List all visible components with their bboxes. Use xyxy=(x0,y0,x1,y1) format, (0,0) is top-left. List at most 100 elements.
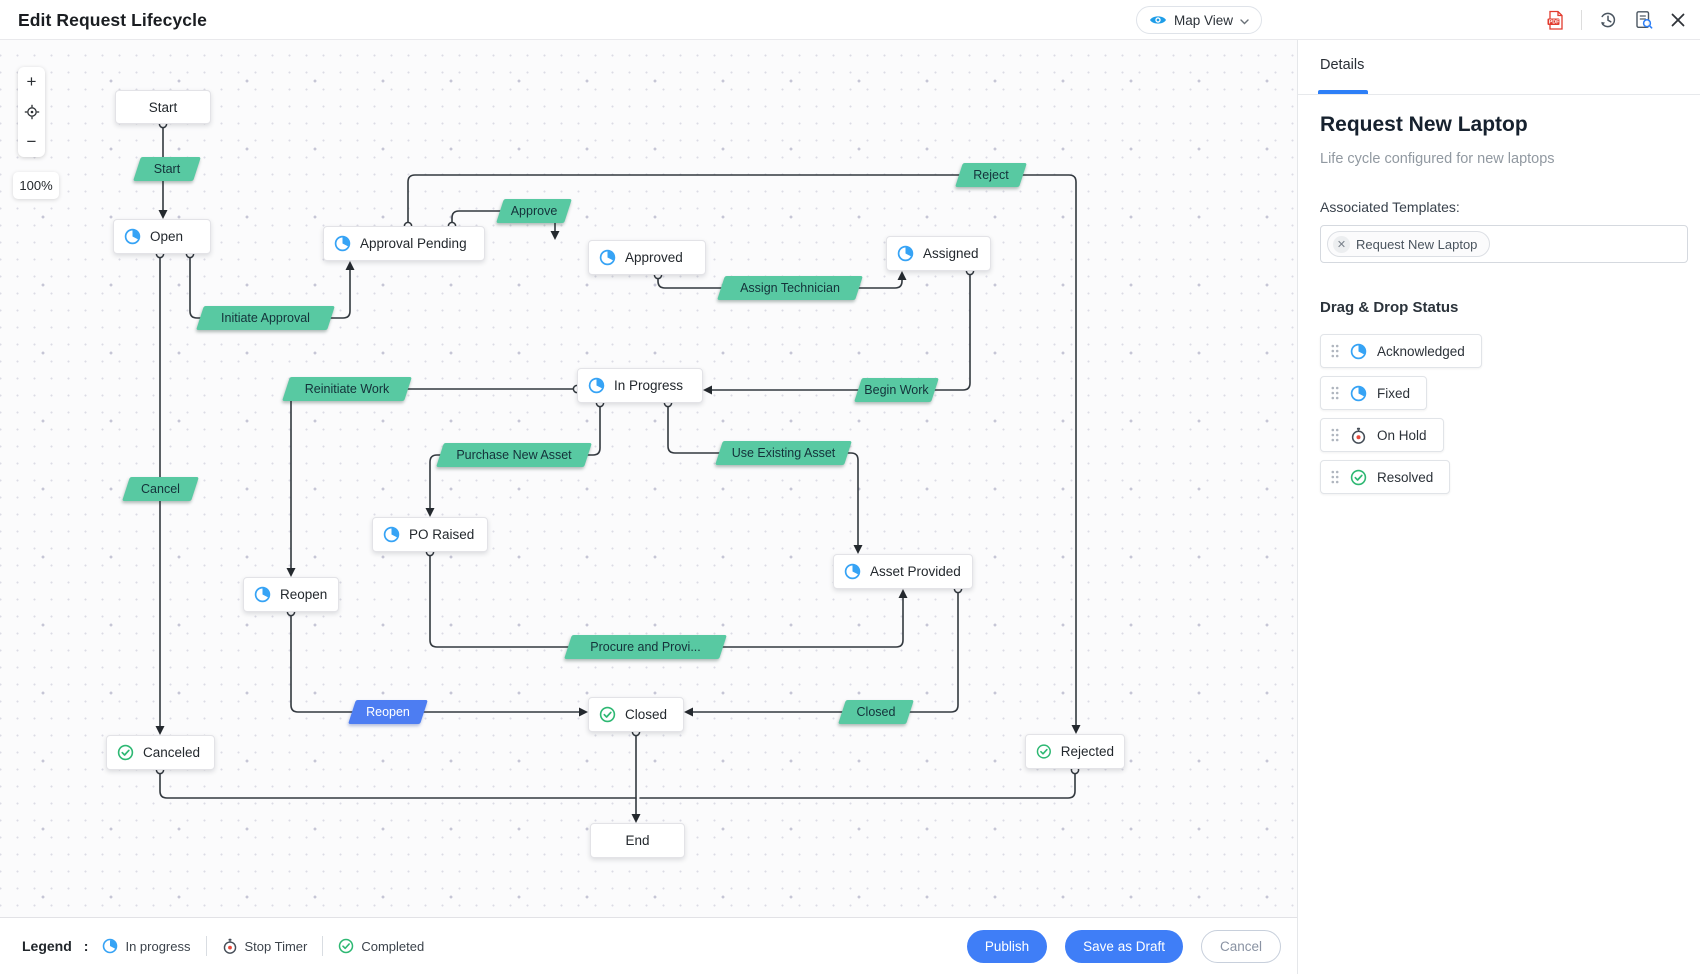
node-approved[interactable]: Approved xyxy=(588,240,706,275)
in-progress-icon xyxy=(334,235,351,252)
header-bar: Edit Request Lifecycle Map View PDF xyxy=(0,0,1700,40)
node-po-raised[interactable]: PO Raised xyxy=(372,517,488,552)
footer-buttons: Publish Save as Draft Cancel xyxy=(966,918,1281,974)
edge-reopen-to-closed xyxy=(290,611,580,713)
legend-item-completed: Completed xyxy=(338,938,424,954)
node-label: Reopen xyxy=(280,587,328,602)
node-rejected[interactable]: Rejected xyxy=(1025,734,1125,769)
transition-reopen[interactable]: Reopen xyxy=(352,700,424,724)
node-asset-provided[interactable]: Asset Provided xyxy=(833,554,973,589)
node-label: Assigned xyxy=(923,246,979,261)
transition-reject[interactable]: Reject xyxy=(959,163,1023,187)
stop-timer-icon xyxy=(1351,427,1366,444)
completed-icon xyxy=(599,706,616,723)
chevron-down-icon xyxy=(1240,13,1249,28)
drag-drop-status-label: Drag & Drop Status xyxy=(1320,299,1459,316)
history-icon[interactable] xyxy=(1598,10,1618,30)
fit-view-button[interactable] xyxy=(18,97,45,127)
status-item-acknowledged[interactable]: Acknowledged xyxy=(1320,334,1482,368)
status-item-label: On Hold xyxy=(1377,427,1427,443)
in-progress-icon xyxy=(897,245,914,262)
legend-divider xyxy=(322,936,324,956)
transition-use-existing-asset[interactable]: Use Existing Asset xyxy=(719,441,848,465)
drag-handle-icon xyxy=(1331,344,1339,358)
node-label: Approval Pending xyxy=(360,236,467,251)
in-progress-icon xyxy=(588,377,605,394)
node-closed[interactable]: Closed xyxy=(588,697,684,732)
close-icon[interactable] xyxy=(1670,12,1686,28)
legend-item-stop-timer: Stop Timer xyxy=(222,938,307,954)
status-item-on-hold[interactable]: On Hold xyxy=(1320,418,1444,452)
transition-start[interactable]: Start xyxy=(137,157,197,181)
zoom-controls: + − xyxy=(18,67,45,157)
zoom-level-badge: 100% xyxy=(13,172,59,199)
drag-handle-icon xyxy=(1331,428,1339,442)
map-view-eye-icon xyxy=(1149,14,1167,26)
publish-button[interactable]: Publish xyxy=(966,930,1048,963)
legend-item-in-progress: In progress xyxy=(102,938,191,954)
page-title: Edit Request Lifecycle xyxy=(18,9,207,30)
zoom-in-button[interactable]: + xyxy=(26,72,37,91)
node-label: Rejected xyxy=(1060,744,1114,759)
svg-text:PDF: PDF xyxy=(1549,19,1559,25)
pdf-export-icon[interactable]: PDF xyxy=(1546,10,1565,31)
zoom-out-button[interactable]: − xyxy=(26,132,37,151)
status-item-fixed[interactable]: Fixed xyxy=(1320,376,1428,410)
tab-details[interactable]: Details xyxy=(1320,57,1365,73)
node-in-progress[interactable]: In Progress xyxy=(577,368,703,403)
sidebar-tabs: Details xyxy=(1298,40,1700,95)
transition-closed[interactable]: Closed xyxy=(842,700,910,724)
legend-label: Legend xyxy=(22,938,72,954)
node-canceled[interactable]: Canceled xyxy=(106,735,215,770)
lifecycle-subtitle: Life cycle configured for new laptops xyxy=(1320,151,1555,167)
edge-in-progress-to-asset-provided xyxy=(667,402,859,546)
template-chip-label: Request New Laptop xyxy=(1356,236,1478,252)
legend-item-label: In progress xyxy=(125,938,191,954)
drag-handle-icon xyxy=(1331,470,1339,484)
transition-reinitiate-work[interactable]: Reinitiate Work xyxy=(286,377,408,401)
transition-initiate-approval[interactable]: Initiate Approval xyxy=(200,306,331,330)
active-tab-underline xyxy=(1318,90,1368,94)
in-progress-icon xyxy=(103,938,118,954)
legend-items: In progress Stop Timer Completed xyxy=(102,936,424,956)
transition-assign-technician[interactable]: Assign Technician xyxy=(721,276,859,300)
node-label: Canceled xyxy=(143,745,201,760)
completed-icon xyxy=(1036,744,1051,759)
node-reopen[interactable]: Reopen xyxy=(243,577,339,612)
save-as-draft-button[interactable]: Save as Draft xyxy=(1065,930,1183,963)
associated-templates-field[interactable]: ✕ Request New Laptop xyxy=(1320,225,1688,263)
edge-rejected-to-end xyxy=(639,769,1076,799)
transition-purchase-new-asset[interactable]: Purchase New Asset xyxy=(440,443,588,467)
header-actions: PDF xyxy=(1546,0,1686,40)
node-approval-pending[interactable]: Approval Pending xyxy=(323,226,485,261)
details-sidebar: Details Request New Laptop Life cycle co… xyxy=(1297,40,1700,974)
transition-cancel[interactable]: Cancel xyxy=(126,477,195,501)
completed-icon xyxy=(117,744,134,761)
document-search-icon[interactable] xyxy=(1634,10,1654,30)
status-item-resolved[interactable]: Resolved xyxy=(1320,460,1451,494)
remove-chip-icon[interactable]: ✕ xyxy=(1333,235,1350,253)
status-item-label: Fixed xyxy=(1377,385,1411,401)
legend-divider xyxy=(205,936,207,956)
node-open[interactable]: Open xyxy=(113,219,211,254)
completed-icon xyxy=(1350,469,1367,485)
map-view-selector[interactable]: Map View xyxy=(1136,6,1263,34)
transition-begin-work[interactable]: Begin Work xyxy=(858,378,935,402)
in-progress-icon xyxy=(844,563,861,580)
in-progress-icon xyxy=(1350,343,1367,359)
in-progress-icon xyxy=(1350,385,1367,401)
node-start[interactable]: Start xyxy=(115,90,211,124)
in-progress-icon xyxy=(383,526,400,543)
legend-item-label: Completed xyxy=(361,938,425,954)
node-end[interactable]: End xyxy=(590,823,685,858)
cancel-button[interactable]: Cancel xyxy=(1200,930,1281,963)
associated-templates-label: Associated Templates: xyxy=(1320,199,1460,215)
transition-procure-and-provide[interactable]: Procure and Provi... xyxy=(568,635,723,659)
transition-approve[interactable]: Approve xyxy=(500,199,568,223)
node-assigned[interactable]: Assigned xyxy=(886,236,991,271)
